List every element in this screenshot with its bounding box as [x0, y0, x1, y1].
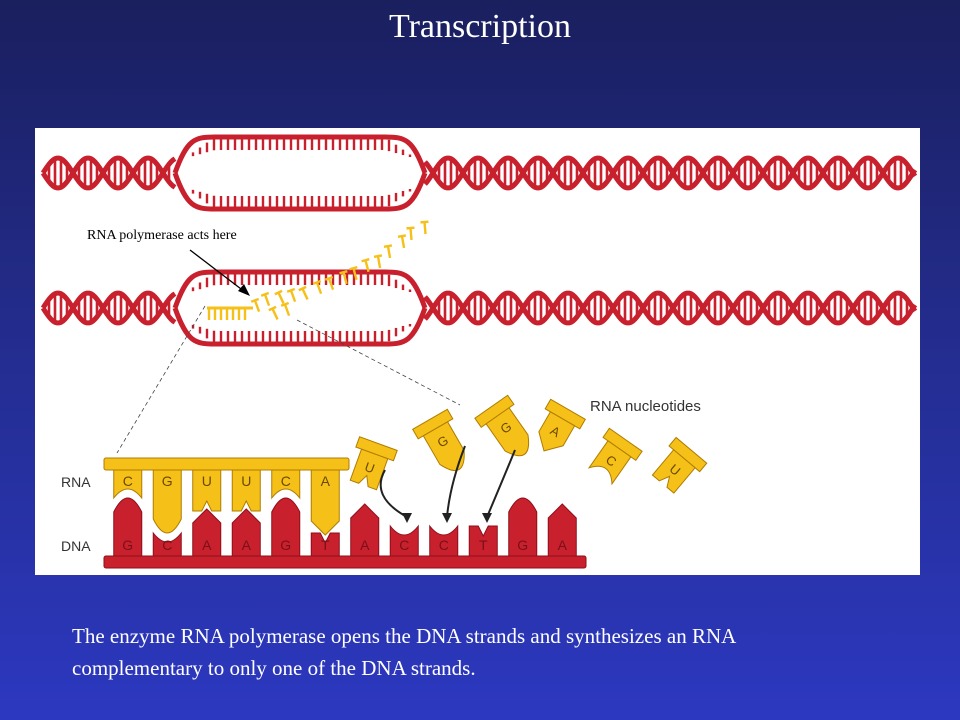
incoming-nucleotide: C [587, 427, 643, 486]
incoming-nucleotide: U [349, 436, 398, 491]
backbone-left-a [40, 155, 177, 191]
free-nucleotide [312, 279, 323, 295]
dna-base [508, 497, 538, 557]
free-nucleotide [260, 291, 271, 307]
dna-base [389, 524, 419, 557]
rna-base-letter: C [281, 473, 291, 489]
rna-base-letter: C [123, 473, 133, 489]
dna-base-letter: G [517, 537, 528, 553]
backbone-left-a [40, 290, 177, 326]
free-nucleotide [298, 285, 309, 300]
free-nucleotide [324, 275, 335, 291]
rna-base-letter: A [321, 473, 331, 489]
free-nucleotide [268, 305, 279, 320]
rna-base-letter: U [241, 473, 251, 489]
dna-base-letter: T [479, 537, 488, 553]
bubble-bottom-strand [172, 307, 428, 347]
dna-base-letter: T [321, 537, 330, 553]
dna-base-letter: G [122, 537, 133, 553]
dna-base-letter: A [558, 537, 568, 553]
backbone-left-b [40, 155, 177, 191]
free-nucleotide [250, 297, 261, 313]
dna-base [192, 508, 222, 557]
free-nucleotide [406, 226, 415, 241]
backbone-left-b [40, 290, 177, 326]
bubble-top-strand [172, 134, 428, 174]
rna-base-detail [310, 469, 340, 536]
backbone-right-b [423, 155, 918, 191]
caption-line-2: complementary to only one of the DNA str… [72, 656, 476, 680]
dna-backbone [103, 555, 587, 569]
polymerase-annotation: RNA polymerase acts here [87, 228, 237, 243]
pairing-arrow [486, 449, 516, 518]
rna-base-letter: G [162, 473, 173, 489]
dna-base [231, 508, 261, 557]
bubble-bottom-strand [172, 172, 428, 212]
free-nucleotide [383, 244, 393, 259]
rna-base-detail [271, 469, 301, 500]
annotation-arrow [189, 249, 250, 296]
dna-base [547, 503, 577, 557]
rna-base-detail [113, 469, 143, 500]
dna-base-letter: A [202, 537, 212, 553]
pairing-arrowhead [442, 513, 452, 523]
free-nucleotide [397, 234, 407, 249]
dna-base [350, 503, 380, 557]
incoming-nucleotide: G [411, 408, 465, 472]
backbone-right-a [423, 155, 918, 191]
free-nucleotide [274, 289, 285, 304]
dna-base-letter: C [162, 537, 172, 553]
dna-row-label: DNA [61, 538, 91, 554]
pairing-arrow [379, 469, 408, 518]
bubble-top-strand [172, 269, 428, 309]
pairing-arrow [446, 445, 466, 518]
free-nucleotide [339, 270, 348, 285]
free-nucleotide [286, 287, 297, 303]
free-nucleotide [349, 266, 358, 281]
dna-base [271, 497, 301, 557]
rna-row-label: RNA [61, 474, 91, 490]
dna-helix-top [40, 134, 918, 212]
dna-base [310, 532, 340, 557]
pairing-arrowhead [482, 513, 492, 523]
rna-forming-strand [207, 220, 429, 320]
backbone-right-b [423, 290, 918, 326]
dna-base-letter: G [280, 537, 291, 553]
rna-base-detail [231, 469, 261, 512]
transcription-figure: RNA polymerase acts here RNA nucleotides… [35, 128, 920, 575]
dna-base-letter: C [399, 537, 409, 553]
dna-base [152, 531, 182, 557]
incoming-nucleotide: G [474, 394, 530, 457]
free-nucleotide [373, 254, 383, 269]
dna-base [113, 497, 143, 557]
dna-base-letter: C [439, 537, 449, 553]
backbone-right-a [423, 290, 918, 326]
incoming-nucleotide: A [538, 398, 587, 452]
caption: The enzyme RNA polymerase opens the DNA … [72, 620, 932, 684]
dna-base [468, 525, 498, 557]
dna-base [429, 524, 459, 557]
rna-backbone-detail [103, 457, 350, 471]
rna-base-detail [192, 469, 222, 512]
dna-helix-bottom [40, 269, 918, 347]
pairing-arrowhead [402, 513, 412, 523]
zoom-lines [116, 305, 461, 454]
dna-base-letter: A [360, 537, 370, 553]
rna-base-letter: U [202, 473, 212, 489]
rna-base-detail [152, 469, 182, 534]
incoming-nucleotide: U [651, 436, 708, 494]
slide-title: Transcription [389, 8, 571, 45]
free-nucleotide [280, 301, 291, 317]
nucleotides-label: RNA nucleotides [590, 398, 701, 415]
free-nucleotide [361, 258, 370, 273]
dna-base-letter: A [242, 537, 252, 553]
caption-line-1: The enzyme RNA polymerase opens the DNA … [72, 624, 737, 648]
free-nucleotide [420, 220, 429, 235]
